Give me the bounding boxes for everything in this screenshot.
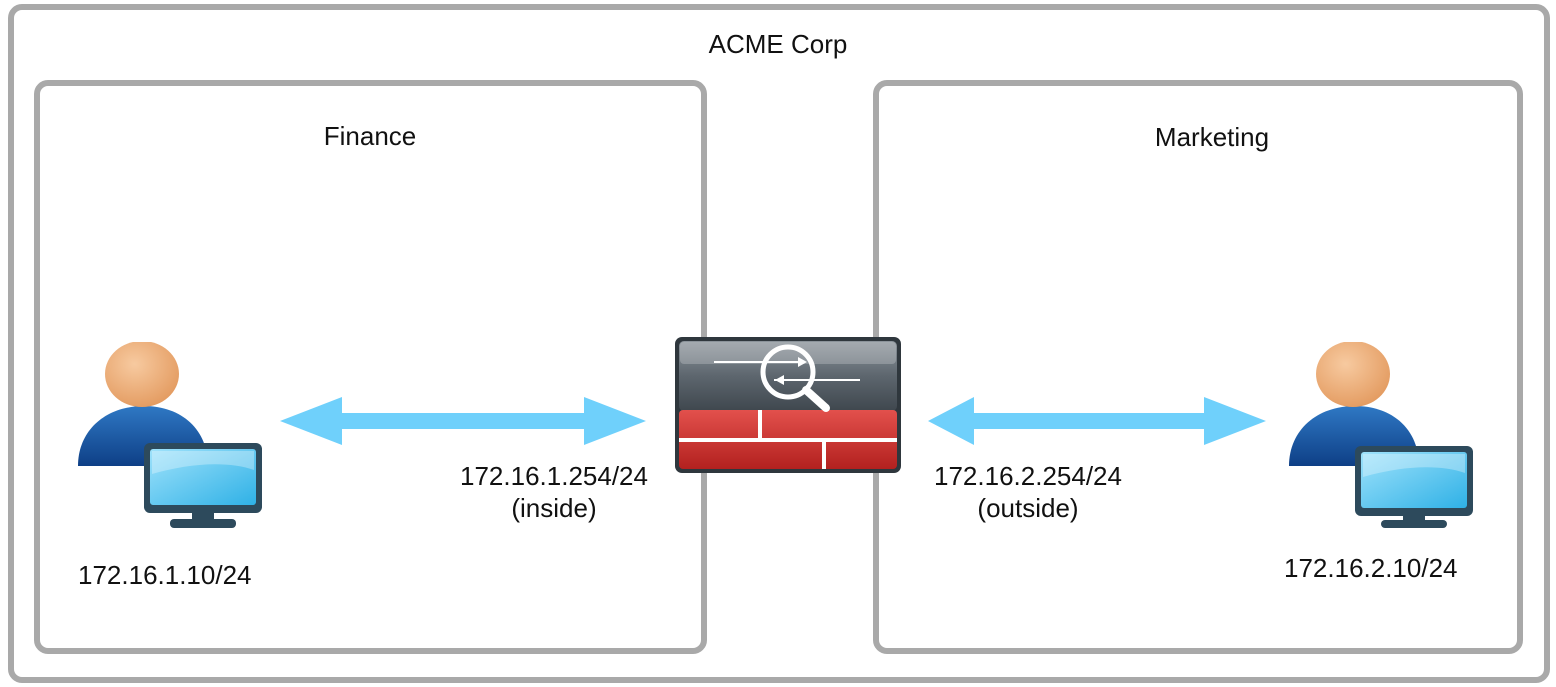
outside-interface-ip: 172.16.2.254/24 bbox=[934, 461, 1122, 491]
marketing-link-arrow bbox=[928, 396, 1266, 451]
finance-host-ip: 172.16.1.10/24 bbox=[78, 560, 252, 590]
marketing-user-workstation-icon bbox=[1287, 341, 1475, 535]
finance-user-workstation-icon bbox=[76, 341, 264, 535]
finance-zone-title: Finance bbox=[323, 121, 417, 151]
outside-interface-name: (outside) bbox=[977, 493, 1079, 523]
organization-title: ACME Corp bbox=[708, 29, 848, 59]
inside-interface-label: 172.16.1.254/24 (inside) bbox=[440, 460, 668, 524]
marketing-host-ip: 172.16.2.10/24 bbox=[1284, 553, 1458, 583]
finance-link-arrow bbox=[280, 396, 646, 451]
inside-interface-name: (inside) bbox=[511, 493, 597, 523]
outside-interface-label: 172.16.2.254/24 (outside) bbox=[912, 460, 1144, 524]
firewall-icon bbox=[674, 336, 902, 479]
marketing-zone bbox=[873, 80, 1523, 654]
inside-interface-ip: 172.16.1.254/24 bbox=[460, 461, 648, 491]
marketing-zone-title: Marketing bbox=[1154, 122, 1270, 152]
